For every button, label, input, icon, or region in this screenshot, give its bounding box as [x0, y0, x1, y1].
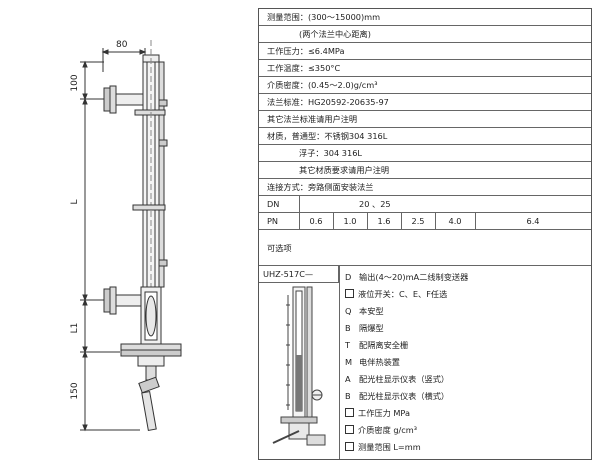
pn-divider-0: [299, 213, 300, 229]
option-code: T: [345, 340, 351, 350]
spec-density: 介质密度：(0.45～2.0)g/cm³: [259, 77, 591, 94]
option-text: 配光柱显示仪表（横式）: [359, 391, 450, 401]
option-checkbox[interactable]: [345, 289, 354, 298]
option-code: D: [345, 272, 352, 282]
option-item: B 配光柱显示仪表（横式）: [345, 389, 449, 403]
spec-flange: 法兰标准：HG20592-20635-97: [259, 94, 591, 111]
option-checkbox[interactable]: [345, 408, 354, 417]
option-item: M 电伴热装置: [345, 355, 400, 369]
spec-temperature: 工作温度：≤350°C: [259, 60, 591, 77]
options-divider: [339, 266, 340, 459]
spec-flange-other: 其它法兰标准请用户注明: [259, 111, 591, 128]
option-item: D 输出(4～20)mA二线制变送器: [345, 270, 468, 284]
spec-material: 材质，普通型：不锈钢304 316L: [259, 128, 591, 145]
options-title-area: 可选项: [259, 230, 591, 266]
option-item: T 配隔离安全栅: [345, 338, 408, 352]
pn-value: 2.5: [411, 216, 425, 226]
option-text: 配光柱显示仪表（竖式）: [359, 374, 450, 384]
option-text: 测量范围 L=mm: [358, 442, 421, 452]
option-text: 液位开关：C、E、F任选: [358, 289, 448, 299]
option-text: 介质密度 g/cm³: [358, 425, 418, 435]
dim-L: L: [70, 199, 80, 204]
dim-150: 150: [70, 382, 80, 399]
spec-connection: 连接方式：旁路侧面安装法兰: [259, 179, 591, 196]
dim-80: 80: [116, 40, 128, 50]
option-item: Q 本安型: [345, 304, 384, 318]
pn-value: 0.6: [309, 216, 323, 226]
pn-value: 6.4: [526, 216, 540, 226]
option-item: B 隔爆型: [345, 321, 384, 335]
product-illustration: [272, 286, 326, 446]
spec-float: 浮子：304 316L: [259, 145, 591, 162]
pn-divider-4: [435, 213, 436, 229]
option-item: 介质密度 g/cm³: [345, 423, 417, 437]
option-item: 测量范围 L=mm: [345, 440, 421, 454]
spec-sheet: 测量范围：(300～15000)mm (两个法兰中心距离) 工作压力：≤6.4M…: [258, 8, 592, 460]
pn-value: 1.0: [343, 216, 357, 226]
pn-divider-1: [333, 213, 334, 229]
pn-divider-3: [401, 213, 402, 229]
option-item: A 配光柱显示仪表（竖式）: [345, 372, 449, 386]
option-text: 隔爆型: [359, 323, 384, 333]
option-item: 液位开关：C、E、F任选: [345, 287, 447, 301]
pn-value: 1.6: [377, 216, 391, 226]
option-text: 电伴热装置: [359, 357, 400, 367]
option-code: Q: [345, 306, 352, 316]
dim-100: 100: [70, 74, 80, 91]
spec-material-other: 其它材质要求请用户注明: [259, 162, 591, 179]
option-text: 工作压力 MPa: [358, 408, 411, 418]
option-text: 输出(4～20)mA二线制变送器: [359, 272, 469, 282]
dim-L1: L1: [70, 323, 80, 334]
dimension-drawing: 80 100 L L1 150: [70, 40, 182, 432]
option-checkbox[interactable]: [345, 425, 354, 434]
pn-divider-5: [475, 213, 476, 229]
spec-pressure: 工作压力：≤6.4MPa: [259, 43, 591, 60]
spec-pn: PN 0.6 1.0 1.6 2.5 4.0 6.4: [259, 213, 591, 230]
option-code: M: [345, 357, 353, 367]
option-code: B: [345, 391, 351, 401]
spec-range: 测量范围：(300～15000)mm: [259, 9, 591, 26]
dn-divider: [299, 196, 300, 212]
option-code: A: [345, 374, 351, 384]
spec-dn: DN 20 、25: [259, 196, 591, 213]
option-item: 工作压力 MPa: [345, 406, 410, 420]
options-title: 可选项: [267, 243, 292, 253]
option-code: B: [345, 323, 351, 333]
model-code: UHZ-517C—: [259, 266, 339, 283]
option-text: 本安型: [359, 306, 384, 316]
pn-value: 4.0: [448, 216, 462, 226]
pn-divider-2: [367, 213, 368, 229]
option-checkbox[interactable]: [345, 442, 354, 451]
spec-range-note: (两个法兰中心距离): [259, 26, 591, 43]
option-text: 配隔离安全栅: [359, 340, 409, 350]
